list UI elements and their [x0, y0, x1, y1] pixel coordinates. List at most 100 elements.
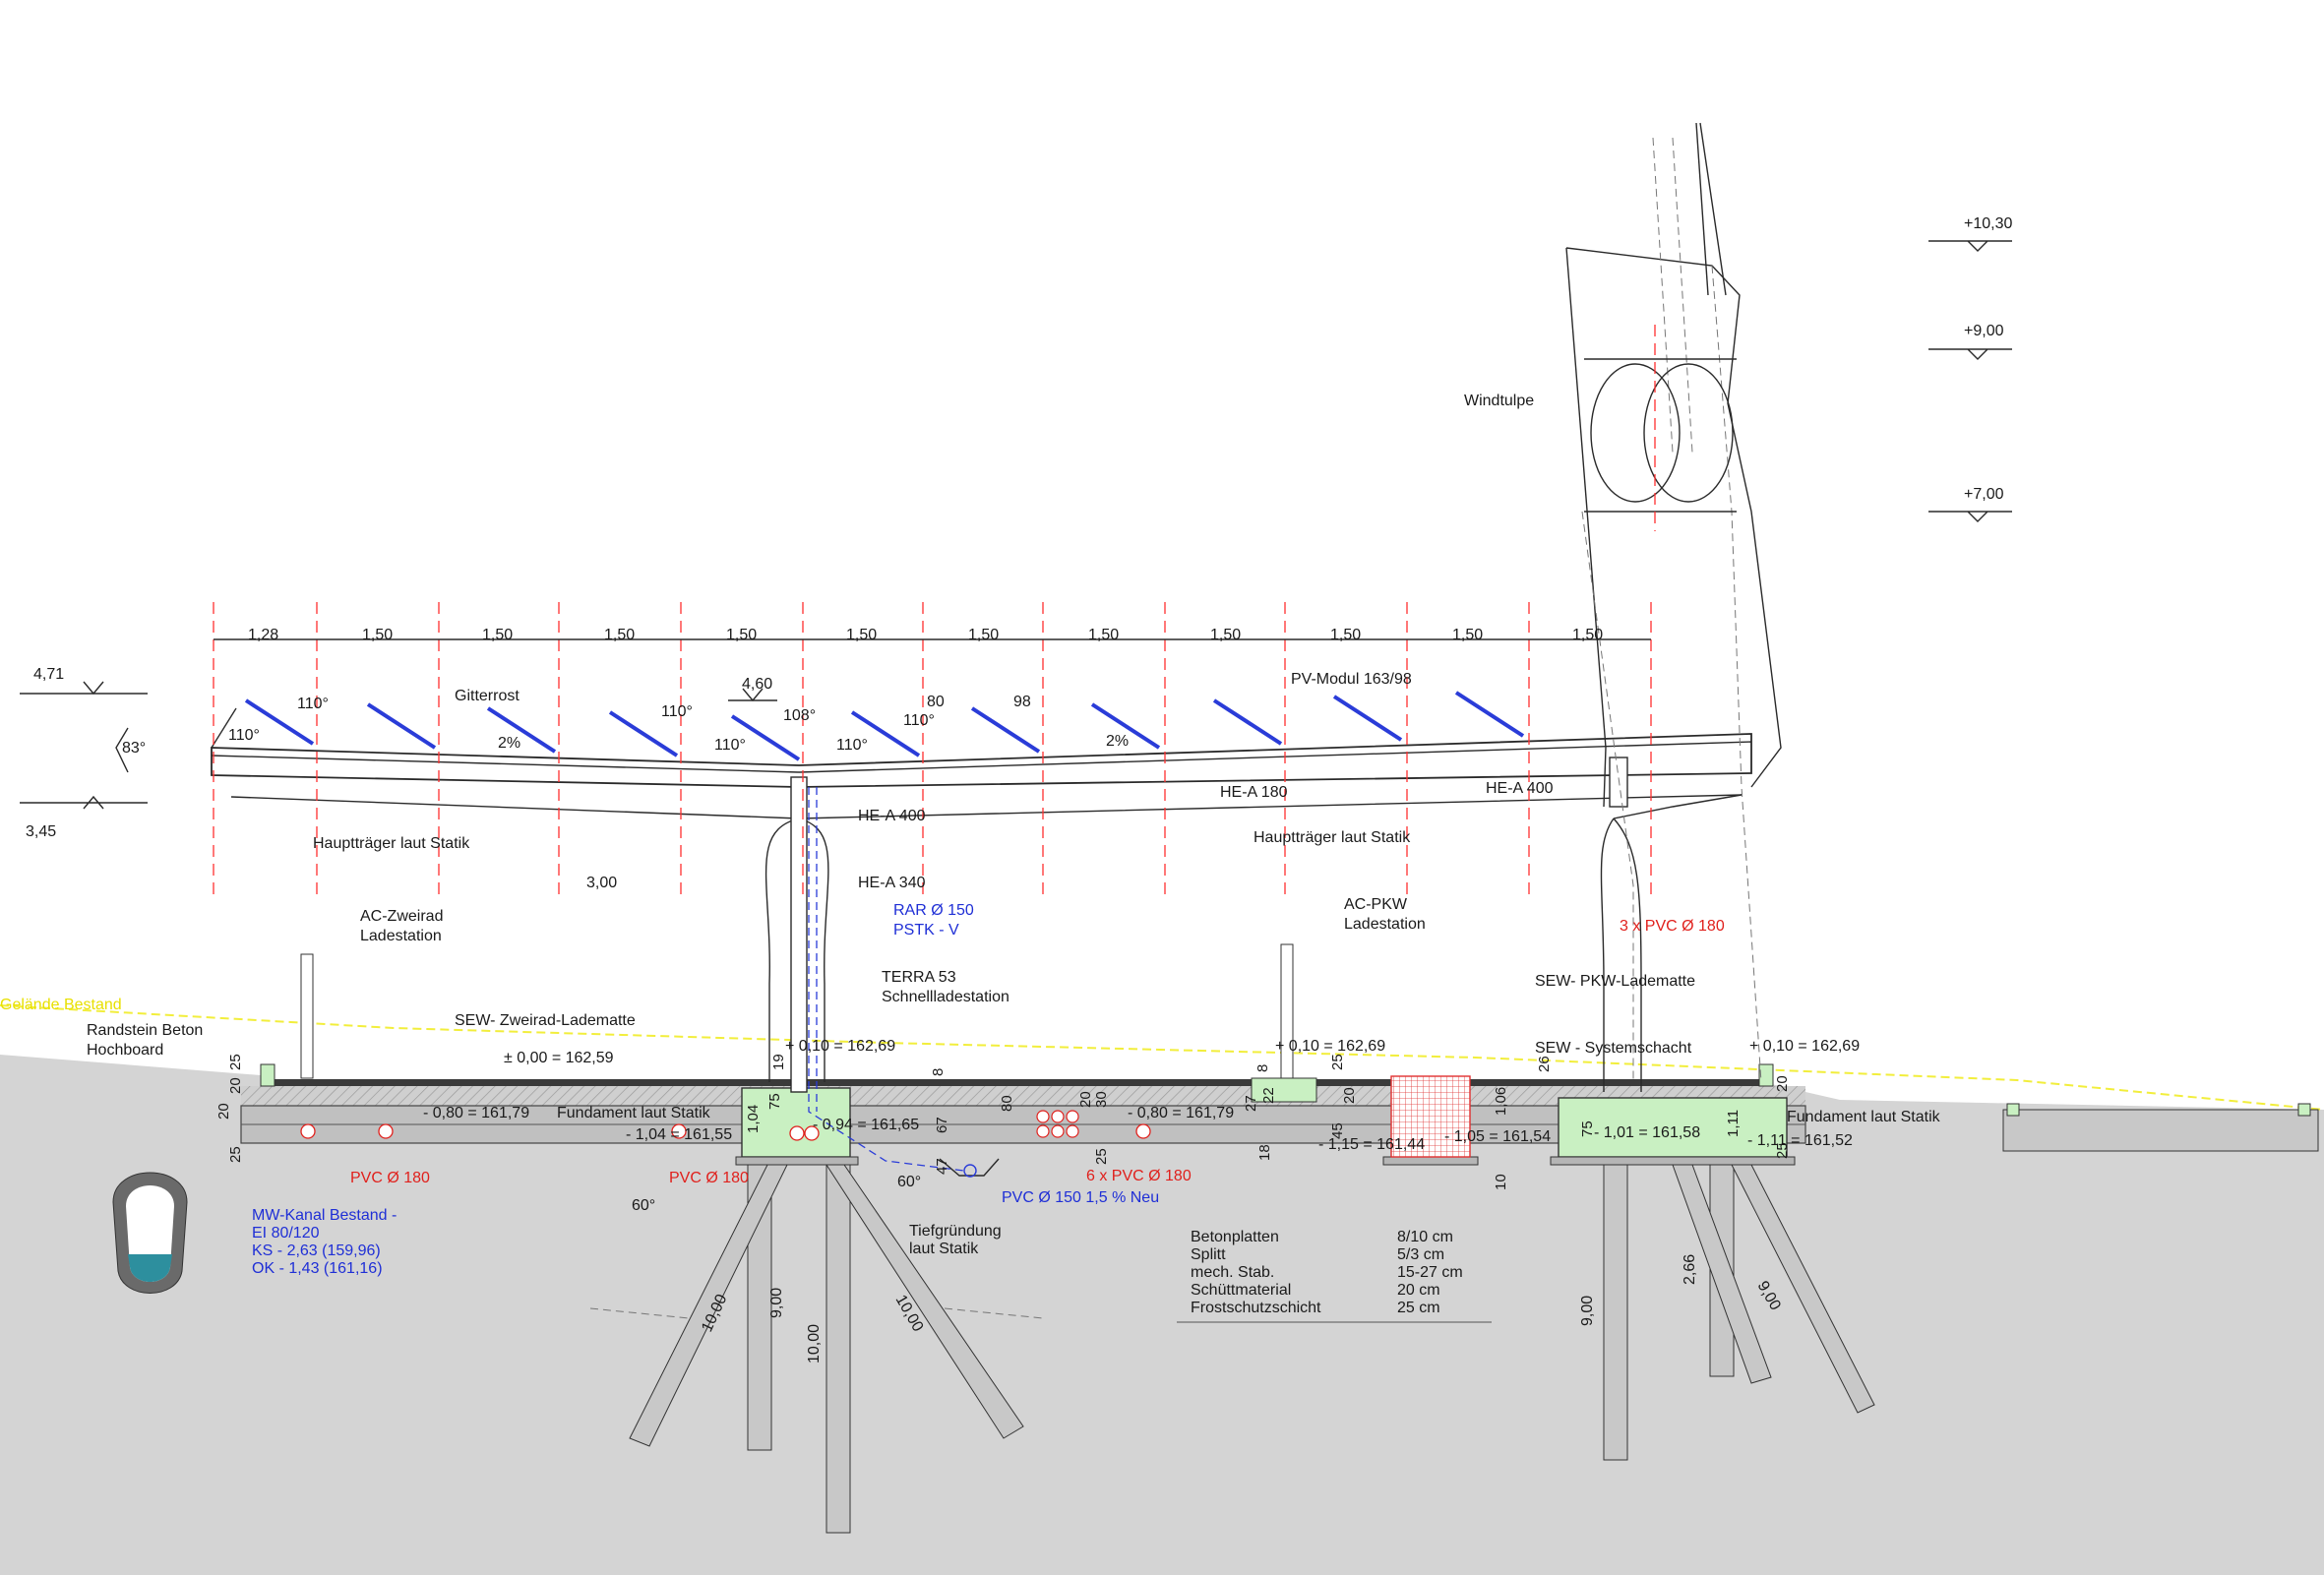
label-terra-2: Schnellladestation — [882, 989, 1009, 1005]
svg-text:10: 10 — [1493, 1174, 1509, 1190]
label-ac-pkw-2: Ladestation — [1344, 916, 1426, 933]
svg-text:19: 19 — [770, 1054, 787, 1070]
dimension-9: 1,50 — [1210, 627, 1241, 643]
layer-name-5: Frostschutzschicht — [1191, 1300, 1321, 1316]
ac-car-post — [1280, 943, 1294, 1079]
level-0: ± 0,00 = 162,59 — [504, 1050, 614, 1066]
elevation-460: 4,60 — [742, 676, 772, 693]
elevation-markers — [20, 240, 2012, 810]
angle-110-1: 110° — [297, 696, 329, 712]
level-080-b: - 0,80 = 161,79 — [1128, 1105, 1234, 1121]
label-slope-2: 2% — [1106, 733, 1129, 750]
elevation-900: +9,00 — [1964, 323, 2004, 339]
angle-110-2: 110° — [228, 727, 260, 744]
kerb-stone-left — [260, 1063, 275, 1087]
label-sew-pkw: SEW- PKW-Lademattе — [1535, 973, 1695, 990]
label-hea340: HE-A 340 — [858, 875, 926, 891]
angle-108: 108° — [783, 707, 816, 724]
label-mw-4: OK - 1,43 (161,16) — [252, 1260, 383, 1277]
svg-text:27: 27 — [1243, 1095, 1259, 1112]
level-middle: + 0,10 = 162,69 — [1275, 1038, 1385, 1055]
label-pvc180-a: PVC Ø 180 — [350, 1170, 430, 1186]
label-d80: 80 — [927, 694, 945, 710]
layer-name-2: Splitt — [1191, 1246, 1226, 1263]
level-104: - 1,04 = 161,55 — [626, 1126, 732, 1143]
svg-text:25: 25 — [1093, 1148, 1110, 1165]
dimension-4: 1,50 — [604, 627, 635, 643]
label-tiefgruendung-1: Tiefgründung — [909, 1223, 1002, 1240]
pavement-surface — [266, 1079, 1771, 1086]
angle-110-5: 110° — [836, 737, 868, 754]
angle-110-6: 110° — [903, 712, 935, 729]
layer-name-1: Betonplatten — [1191, 1229, 1279, 1245]
svg-text:22: 22 — [1260, 1087, 1277, 1104]
layer-name-3: mech. Stab. — [1191, 1264, 1274, 1281]
label-haupttraeger-right: Hauptträger laut Statik — [1254, 829, 1411, 846]
svg-text:47: 47 — [934, 1158, 950, 1175]
layer-value-1: 8/10 cm — [1397, 1229, 1453, 1245]
label-terra-1: TERRA 53 — [882, 969, 956, 986]
pile-1000-b: 10,00 — [806, 1324, 823, 1363]
dimension-2: 1,50 — [362, 627, 393, 643]
label-mw-3: KS - 2,63 (159,96) — [252, 1242, 381, 1259]
label-gelaende: Gelände Bestand — [0, 997, 122, 1013]
elevation-345: 3,45 — [26, 823, 56, 840]
dimension-3: 1,50 — [482, 627, 513, 643]
layer-legend: Betonplatten 8/10 cm Splitt 5/3 cm mech.… — [1177, 1229, 1492, 1323]
svg-text:80: 80 — [999, 1095, 1015, 1112]
label-slope-1: 2% — [498, 735, 520, 752]
level-094: - 0,94 = 161,65 — [813, 1117, 919, 1133]
label-randstein-2: Hochboard — [87, 1042, 163, 1059]
dim-266: 2,66 — [1682, 1254, 1698, 1285]
piles — [629, 1164, 1875, 1534]
label-rar: RAR Ø 150 — [893, 902, 974, 919]
svg-text:20: 20 — [1077, 1091, 1094, 1108]
level-101: - 1,01 = 161,58 — [1594, 1124, 1700, 1141]
dimension-8: 1,50 — [1088, 627, 1119, 643]
svg-text:1,11: 1,11 — [1725, 1110, 1742, 1137]
svg-text:67: 67 — [934, 1117, 950, 1133]
label-pvc-3: 3 x PVC Ø 180 — [1620, 918, 1725, 935]
svg-text:25: 25 — [1774, 1142, 1791, 1159]
svg-text:8: 8 — [930, 1068, 947, 1076]
label-ac-zweirad-1: AC-Zweirad — [360, 908, 443, 925]
elevation-700: +7,00 — [1964, 486, 2004, 503]
level-115: - 1,15 = 161,44 — [1318, 1136, 1425, 1153]
svg-text:18: 18 — [1256, 1144, 1273, 1161]
dimension-11: 1,50 — [1452, 627, 1483, 643]
mw-canal-profile — [112, 1172, 188, 1294]
layer-value-3: 15-27 cm — [1397, 1264, 1463, 1281]
label-d98: 98 — [1013, 694, 1031, 710]
vertical-dims: 25 20 20 25 19 75 1,04 8 67 47 80 20 30 … — [215, 1054, 1791, 1190]
svg-text:75: 75 — [766, 1093, 783, 1110]
dimension-7: 1,50 — [968, 627, 999, 643]
svg-text:20: 20 — [227, 1077, 244, 1094]
elevation-300: 3,00 — [586, 875, 617, 891]
pile-900-a: 9,00 — [768, 1288, 785, 1318]
foundation-center — [741, 1087, 851, 1158]
layer-name-4: Schüttmaterial — [1191, 1282, 1291, 1299]
label-tiefgruendung-2: laut Statik — [909, 1241, 979, 1257]
label-mw-2: EI 80/120 — [252, 1225, 320, 1242]
label-randstein-1: Randstein Beton — [87, 1022, 203, 1039]
level-center: + 0,10 = 162,69 — [785, 1038, 895, 1055]
dimension-5: 1,50 — [726, 627, 757, 643]
fundament-label-2: Fundament laut Statik — [1787, 1109, 1941, 1125]
svg-text:20: 20 — [1774, 1075, 1791, 1092]
dimension-12: 1,50 — [1572, 627, 1603, 643]
label-haupttraeger-left: Hauptträger laut Statik — [313, 835, 470, 852]
label-sew-zweirad: SEW- Zweirad-Lademattе — [455, 1012, 636, 1029]
level-right: + 0,10 = 162,69 — [1749, 1038, 1860, 1055]
right-pavement — [2002, 1109, 2319, 1152]
axis-lines — [213, 602, 1652, 897]
label-pvc150: PVC Ø 150 1,5 % Neu — [1002, 1189, 1159, 1206]
svg-text:20: 20 — [1341, 1087, 1358, 1104]
label-sew-system: SEW - Systemschacht — [1535, 1040, 1692, 1057]
label-gitterrost: Gitterrost — [455, 688, 520, 704]
svg-text:26: 26 — [1536, 1056, 1553, 1072]
label-ac-pkw-1: AC-PKW — [1344, 896, 1408, 913]
dimension-6: 1,50 — [846, 627, 877, 643]
angle-60-1: 60° — [897, 1174, 921, 1190]
pv-modules — [244, 691, 1525, 761]
layer-value-5: 25 cm — [1397, 1300, 1440, 1316]
